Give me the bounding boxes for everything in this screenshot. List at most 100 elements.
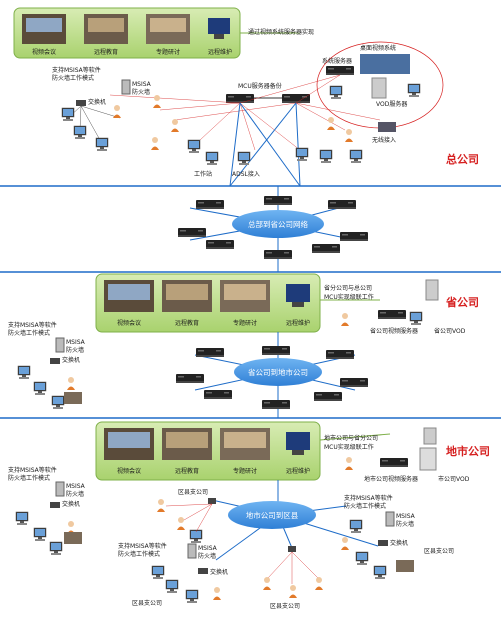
city-cascade-2: MCU实现级联工作: [324, 443, 374, 451]
prov-thumb-label-1: 视频会议: [117, 319, 141, 327]
prov-thumb-label-2: 远程教育: [175, 319, 199, 327]
top-thumb-3: [146, 14, 190, 44]
net1-server: [264, 250, 292, 259]
top-thumb-2: [84, 14, 128, 44]
prov-video-server-icon: [378, 310, 406, 319]
workstation-pc-icon: [205, 151, 219, 166]
city-pc-icon: [33, 527, 47, 542]
county-msisa-label: MSISA: [198, 545, 218, 552]
city-pc-icon: [15, 511, 29, 526]
adsl-label: ADSL接入: [232, 170, 260, 178]
user-icon: [341, 537, 349, 550]
user-icon: [171, 119, 179, 132]
top-thumb-label-2: 远程教育: [94, 48, 118, 56]
desktop-pc-icon: [329, 85, 343, 100]
top-callout-text: 通过视频系统服务器实现: [248, 28, 314, 36]
city-firewall-label: 防火墙: [66, 490, 84, 498]
system-server-label: 系统服务器: [322, 57, 352, 65]
county-cloud: [228, 501, 316, 529]
user-icon: [157, 499, 165, 512]
county-right-switch-label: 交换机: [390, 539, 408, 547]
city-thumbs: [104, 428, 310, 460]
prov-msisa-label: MSISA: [66, 339, 86, 346]
county-switch-mid-icon: [288, 546, 296, 552]
prov-meeting-thumb: [64, 392, 82, 404]
prov-software-note-2: 防火墙工作模式: [8, 329, 50, 337]
top-thumb-label-1: 视频会议: [32, 48, 56, 56]
county-meeting-thumb: [396, 560, 414, 572]
county-software-note-1: 支持MSISA等软件: [118, 542, 167, 550]
city-thumb-label-4: 远程维护: [286, 467, 310, 475]
top-thumb-label-4: 远程维护: [208, 48, 232, 56]
prov-cascade-2: MCU实现级联工作: [324, 293, 374, 301]
city-thumb-label-2: 远程教育: [175, 467, 199, 475]
city-video-server-icon: [380, 458, 408, 467]
net1-server: [206, 240, 234, 249]
net1-server: [340, 232, 368, 241]
top-thumb-4-monitor: [208, 18, 230, 39]
prov-software-note-1: 支持MSISA等软件: [8, 321, 57, 329]
top-red-links: [109, 74, 381, 151]
county-right-software-note-2: 防火墙工作模式: [344, 502, 386, 510]
level-label-hq: 总公司: [446, 152, 479, 166]
prov-pc-icon: [17, 365, 31, 380]
city-switch-label: 交换机: [62, 500, 80, 508]
net2-server: [340, 378, 368, 387]
user-icon: [213, 587, 221, 600]
prov-thumb-label-4: 远程维护: [286, 319, 310, 327]
net1-cloud: [232, 210, 324, 238]
county-pc-icon: [349, 519, 363, 534]
city-firewall-icon: [55, 481, 65, 497]
net1-server: [312, 244, 340, 253]
vod-server-icon: [371, 77, 387, 99]
user-icon: [345, 129, 353, 142]
county-firewall-label: 防火墙: [198, 552, 216, 560]
prov-video-server-label: 省公司视频服务器: [370, 327, 418, 335]
county-firewall-icon: [187, 543, 197, 559]
adsl-pc-icon: [237, 151, 251, 166]
net1-cloud-label: 总部到省公司网络: [248, 219, 308, 229]
desktop-system-screen: [360, 54, 410, 74]
net2-server: [326, 350, 354, 359]
net2-server: [176, 374, 204, 383]
county-software-note-2: 防火墙工作模式: [118, 550, 160, 558]
city-software-note-1: 支持MSISA等软件: [8, 466, 57, 474]
county-pc-icon: [151, 565, 165, 580]
net2-server: [262, 400, 290, 409]
top-pc-icon: [349, 149, 363, 164]
city-msisa-label: MSISA: [66, 483, 86, 490]
county-pc-icon: [185, 589, 199, 604]
top-software-note-2: 防火墙工作模式: [52, 74, 94, 82]
prov-thumb-label-3: 专题研讨: [233, 319, 257, 327]
top-thumb-label-3: 专题研讨: [156, 48, 180, 56]
net1-server: [264, 196, 292, 205]
prov-cascade-1: 省分公司与总公司: [324, 284, 372, 292]
city-thumb-label-3: 专题研讨: [233, 467, 257, 475]
workstation-pc-icon: [187, 139, 201, 154]
wireless-laptop-icon: [378, 122, 396, 132]
county-branch-bottom-left-label: 区县支公司: [132, 599, 162, 607]
top-software-note-1: 支持MSISA等软件: [52, 66, 101, 74]
level-label-province: 省公司: [445, 295, 479, 309]
county-switch-label: 交换机: [210, 568, 228, 576]
county-cloud-label: 地市公司到区县: [246, 510, 299, 520]
user-icon: [345, 457, 353, 470]
county-branch-right-label: 区县支公司: [424, 547, 454, 555]
city-meeting-thumb: [64, 532, 82, 544]
user-icon: [263, 577, 271, 590]
top-firewall-icon: [121, 79, 131, 95]
user-icon: [177, 517, 185, 530]
county-right-firewall-icon: [385, 511, 395, 527]
user-icon: [289, 585, 297, 598]
city-vod-top-icon: [423, 427, 437, 445]
mcu-server-1: [226, 94, 254, 103]
user-icon: [153, 95, 161, 108]
system-server-icon: [326, 66, 354, 75]
user-icon: [151, 137, 159, 150]
net2-server: [314, 392, 342, 401]
county-branch-bottom-mid-label: 区县支公司: [270, 602, 300, 610]
county-branch-top-label: 区县支公司: [178, 488, 208, 496]
wireless-label: 无线接入: [372, 136, 396, 144]
net2-server: [262, 346, 290, 355]
county-pc-icon: [373, 565, 387, 580]
